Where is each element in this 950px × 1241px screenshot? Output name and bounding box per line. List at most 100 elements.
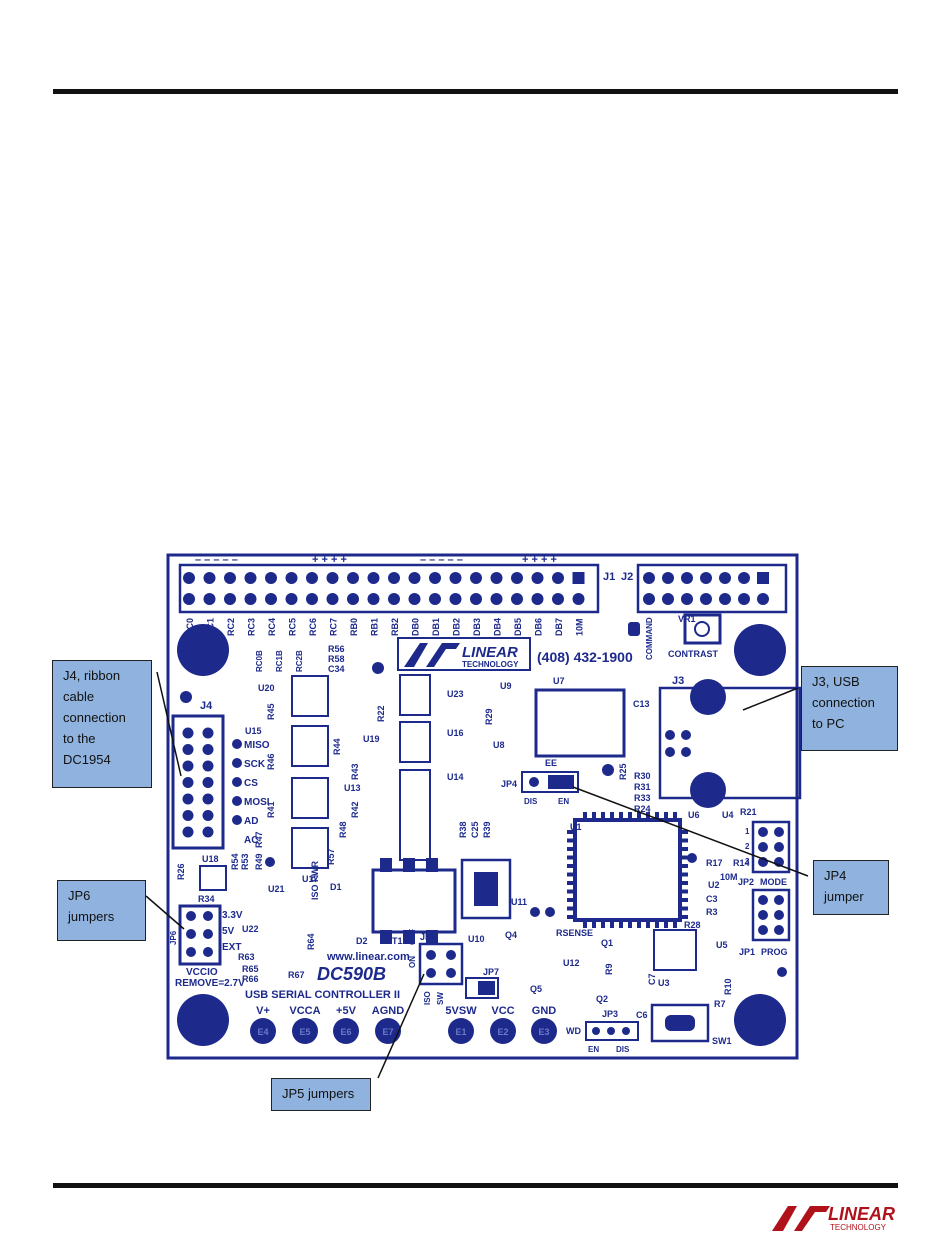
j1-pin	[470, 593, 482, 605]
d2-label: D2	[356, 936, 368, 946]
j1-minus-signs-2: – – – – –	[420, 554, 463, 566]
j4-pin	[202, 744, 214, 755]
jp5-label: JP5	[420, 932, 436, 942]
callout-jp6: JP6 jumpers	[57, 880, 146, 941]
u8-label: U8	[493, 740, 505, 750]
j4-signal-pad	[232, 758, 242, 768]
j2-pins	[643, 572, 769, 605]
u9-label: U9	[500, 681, 512, 691]
j1-pin-label: DB5	[513, 618, 523, 636]
j1-pin	[552, 593, 564, 605]
j4-pin	[182, 760, 194, 772]
jp4-dis-label: DIS	[524, 797, 538, 806]
jp4-header	[521, 771, 579, 793]
jp5-header	[418, 942, 464, 986]
j2-pin	[719, 572, 731, 584]
j2-pin	[700, 593, 712, 605]
j1-pin-label: RB0	[349, 618, 359, 636]
r28-label: R28	[684, 920, 701, 930]
phone-number: (408) 432-1900	[537, 649, 633, 665]
t1-tabs	[380, 858, 438, 944]
j1-minus-signs: – – – – –	[195, 554, 238, 566]
vccio-label: VCCIO	[186, 967, 218, 978]
q2-label: Q2	[596, 994, 608, 1004]
j4-pin	[182, 727, 194, 739]
r66-label: R66	[242, 974, 259, 984]
vr1-pot	[683, 613, 722, 645]
u18-label: U18	[202, 854, 219, 864]
linear-logo-icon: LINEAR TECHNOLOGY	[397, 637, 531, 671]
j1-pin	[490, 572, 503, 584]
jp3-en-label: EN	[588, 1045, 599, 1054]
mount-hole-bl	[177, 994, 229, 1046]
callout-jp5: JP5 jumpers	[271, 1078, 371, 1111]
jp6-pins	[186, 911, 213, 957]
u1-pins	[567, 812, 688, 928]
j1-pin-label: DB4	[493, 618, 503, 636]
j1-pin-label: RC0	[185, 618, 195, 636]
r54-label: R54	[230, 853, 240, 870]
j1-pin-label: 10M	[575, 618, 585, 636]
jp1-pins	[758, 895, 784, 935]
j4-pin	[182, 744, 194, 755]
j4-pin	[202, 777, 214, 788]
svg-text:LINEAR: LINEAR	[462, 644, 518, 661]
j4-pin	[202, 793, 214, 805]
j1-pin	[265, 572, 277, 584]
j4-pin	[182, 810, 194, 821]
footer-linear-logo-icon: LINEAR TECHNOLOGY	[772, 1204, 895, 1232]
r38-label: R38	[458, 821, 468, 838]
test-point-pad	[448, 1018, 474, 1044]
u3-label: U3	[658, 978, 670, 988]
r39-label: R39	[482, 821, 492, 838]
jp7-header	[465, 977, 499, 999]
u16-chip	[399, 721, 431, 763]
j1-pin	[306, 572, 318, 584]
j1-pin-label: RC4	[267, 618, 277, 636]
j1-pin-label: DB1	[431, 618, 441, 636]
j1-pin	[367, 572, 380, 584]
sw1-label: SW1	[712, 1036, 732, 1046]
q1-label: Q1	[601, 938, 613, 948]
j3-label: J3	[672, 675, 684, 687]
test-point-id: E5	[299, 1027, 310, 1037]
c6-label: C6	[636, 1010, 648, 1020]
u13-label: U13	[344, 783, 361, 793]
prog-label: PROG	[761, 947, 788, 957]
j4-signal-pad	[232, 796, 242, 806]
j1-pin	[183, 572, 195, 584]
j4-label: J4	[200, 700, 213, 712]
board-url: www.linear.com	[326, 951, 410, 963]
j4-pins	[182, 727, 214, 838]
j1-pin-label: DB6	[534, 618, 544, 636]
r30-label: R30	[634, 771, 651, 781]
j1-pin-label: DB2	[452, 618, 462, 636]
u1-label: U1	[570, 822, 582, 832]
c7-label: C7	[647, 973, 657, 985]
j2-pin	[662, 593, 674, 605]
jp1-header	[751, 888, 791, 942]
q4-label: Q4	[505, 930, 517, 940]
r53-label: R53	[240, 853, 250, 870]
test-point-label: 5VSW	[445, 1005, 477, 1017]
j4-signal-label: CS	[244, 778, 258, 789]
c3-label: C3	[706, 894, 718, 904]
j2-pin	[662, 572, 674, 584]
j4-pin	[202, 727, 214, 739]
footer-rule	[53, 1183, 898, 1188]
j4-ribbon-connector	[171, 714, 225, 850]
u18-chip	[199, 865, 227, 891]
d1-label: D1	[330, 882, 342, 892]
u2-label: U2	[708, 880, 720, 890]
c34-label: C34	[328, 664, 345, 674]
j1-pin-label: RC1	[206, 618, 216, 636]
mode-label: MODE	[760, 877, 787, 887]
r49-label: R49	[254, 853, 264, 870]
j1-plus-signs: + + + +	[312, 554, 347, 566]
r17-label: R17	[706, 858, 723, 868]
u7-chip	[534, 688, 626, 758]
j4-signal-pad	[232, 777, 242, 787]
mode-3-label: 3	[745, 857, 750, 866]
test-point-pad	[292, 1018, 318, 1044]
svg-text:LINEAR: LINEAR	[828, 1204, 895, 1224]
